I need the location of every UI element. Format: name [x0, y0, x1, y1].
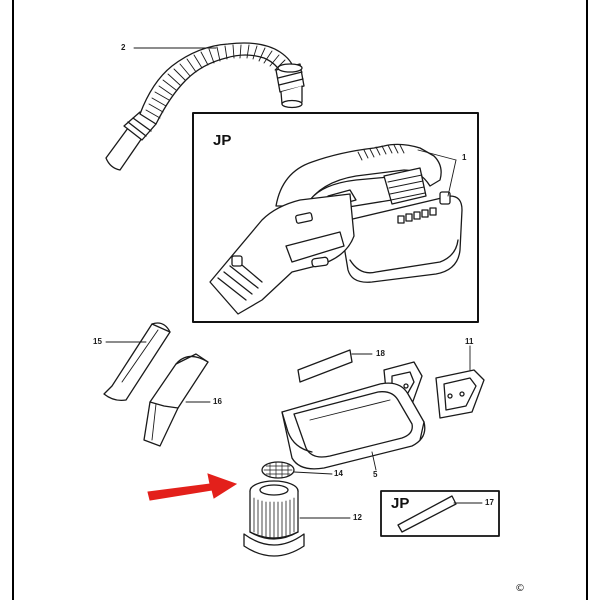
part-label-15: 15 [93, 337, 102, 346]
hose-nozzle-tip [105, 127, 143, 171]
wide-nozzle-tool [143, 353, 209, 447]
part-label-5: 5 [373, 470, 378, 479]
battery-indicator [397, 207, 437, 224]
pre-filter-mesh [261, 461, 295, 479]
part-label-14: 14 [334, 469, 343, 478]
part-label-12: 12 [353, 513, 362, 522]
nozzle-release-button [231, 255, 243, 267]
copyright-mark: © [515, 583, 525, 594]
jp-small-box-label: JP [391, 495, 410, 512]
crevice-tool [103, 322, 171, 402]
dust-bowl [281, 382, 426, 470]
cartridge-filter [243, 480, 305, 557]
vacuum-vent [383, 167, 427, 205]
vacuum-battery-housing [339, 195, 463, 283]
part-label-17: 17 [485, 498, 494, 507]
jp-small-box [380, 490, 500, 537]
hose-assembly [105, 42, 305, 171]
part-label-2: 2 [121, 43, 126, 52]
vacuum-handle [275, 143, 442, 207]
part-label-1: 1 [462, 153, 467, 162]
jp-main-box-label: JP [213, 132, 232, 149]
page-frame [12, 0, 588, 600]
part-label-11: 11 [465, 337, 474, 346]
handheld-vacuum [209, 143, 463, 315]
label-strip-17 [397, 495, 457, 533]
part-label-18: 18 [376, 349, 385, 358]
highlight-arrow [147, 473, 238, 501]
vacuum-nozzle-body [209, 193, 355, 315]
label-strip-18 [297, 349, 353, 383]
jp-main-box [192, 112, 479, 323]
part-label-16: 16 [213, 397, 222, 406]
